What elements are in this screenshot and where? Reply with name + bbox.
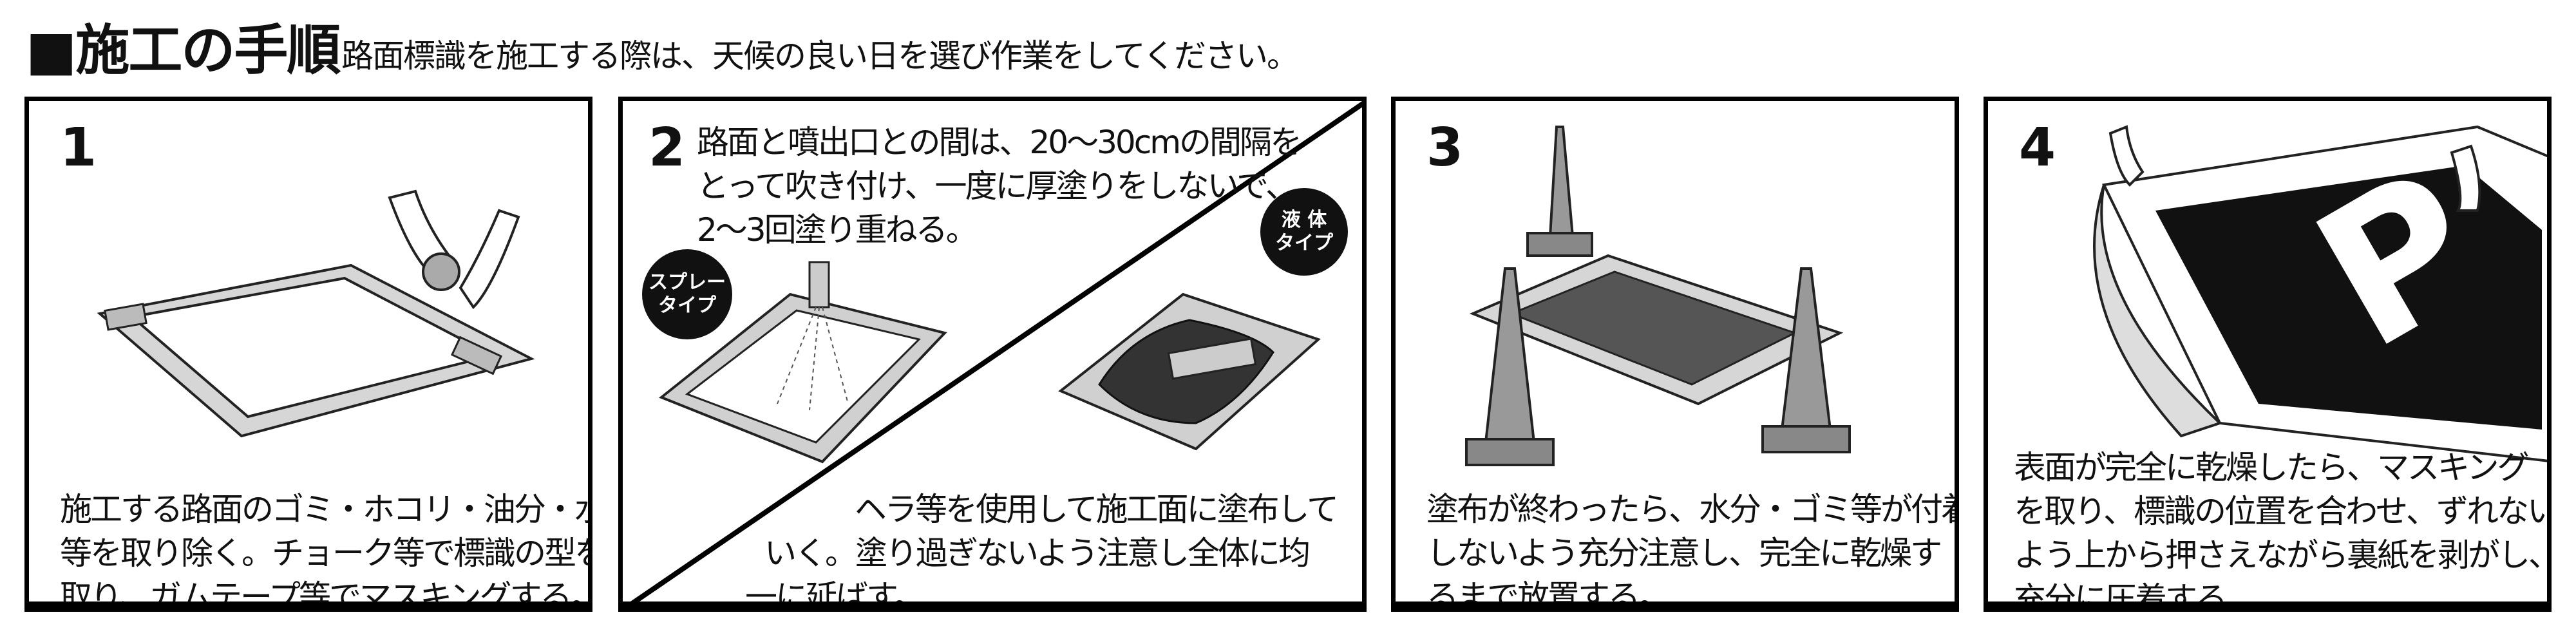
spray-type-badge: スプレー タイプ: [642, 249, 732, 339]
badge-text: 液 体: [1281, 209, 1327, 231]
text-line: 路面と噴出口との間は、20〜30cmの間隔を: [697, 124, 1302, 161]
step-1-description: 施工する路面のゴミ・ホコリ・油分・水分 等を取り除く。チョーク等で標識の型を 取…: [60, 488, 592, 612]
step-number: 3: [1426, 117, 1464, 178]
step-1-panel: 1 施工する路面のゴミ・ホコリ・油分・水分 等を取り除く。チョーク等で標識の型を…: [24, 97, 592, 612]
step-number: 1: [60, 117, 97, 178]
drying-cones-illustration: [1465, 126, 1851, 466]
page-subtitle: 路面標識を施工する際は、天候の良い日を選び作業をしてください。: [341, 37, 1299, 75]
text-line: 等を取り除く。チョーク等で標識の型を: [60, 535, 592, 572]
step-2-liquid-description: ヘラ等を使用して施工面に塗布して いく。塗り過ぎないよう注意し全体に均 一に延ば…: [745, 488, 1339, 601]
text-line: いく。塗り過ぎないよう注意し全体に均: [764, 535, 1311, 572]
text-line: 取り、ガムテープ等でマスキングする。: [60, 578, 592, 612]
spray-and-liquid-illustration: [630, 101, 1362, 601]
step-number: 4: [2019, 117, 2056, 178]
badge-text: タイプ: [1275, 232, 1333, 254]
text-line: るまで放置する。: [1426, 578, 1671, 612]
page-title: ■施工の手順: [26, 19, 341, 82]
traffic-cone: [1465, 126, 1851, 466]
step-3-panel: 3 塗布が終わったら、水分・ゴミ等が付着 しないよう充分注意し、完全に乾燥す る…: [1391, 97, 1959, 612]
text-line: 2〜3回塗り重ねる。: [697, 211, 978, 249]
step-2-spray-description: 路面と噴出口との間は、20〜30cmの間隔を とって吹き付け、一度に厚塗りをしな…: [697, 120, 1302, 252]
text-line: 一に延ばす。: [745, 578, 925, 612]
text-line: しないよう充分注意し、完全に乾燥す: [1426, 535, 1942, 572]
badge-text: タイプ: [658, 294, 716, 317]
text-line: 塗布が終わったら、水分・ゴミ等が付着: [1426, 491, 1959, 528]
peeling-sign-illustration: P: [2093, 125, 2547, 462]
text-line: 表面が完全に乾燥したら、マスキング: [2014, 449, 2530, 486]
badge-text: スプレー: [649, 271, 726, 294]
step-3-description: 塗布が終わったら、水分・ゴミ等が付着 しないよう充分注意し、完全に乾燥す るまで…: [1426, 488, 1959, 612]
step-4-description: 表面が完全に乾燥したら、マスキング を取り、標識の位置を合わせ、ずれない よう上…: [2014, 446, 2552, 612]
masking-tape-illustration: [97, 189, 535, 438]
text-line: ヘラ等を使用して施工面に塗布して: [855, 491, 1339, 528]
step-number: 2: [649, 117, 686, 178]
step-2-panel: 2 路面と噴出口との間は、20〜30cmの間隔を とって吹き付け、一度に厚塗りを…: [618, 97, 1367, 612]
text-line: を取り、標識の位置を合わせ、ずれない: [2014, 493, 2552, 530]
liquid-type-badge: 液 体 タイプ: [1260, 188, 1348, 276]
text-line: 充分に圧着する。: [2014, 580, 2258, 612]
text-line: 施工する路面のゴミ・ホコリ・油分・水分: [60, 491, 592, 528]
text-line: とって吹き付け、一度に厚塗りをしないで、: [697, 167, 1298, 205]
text-line: よう上から押さえながら裏紙を剥がし、: [2014, 536, 2552, 574]
step-4-panel: P 4 表面が完全に乾燥したら、マスキング を取り、標識の位置を合わせ、ずれない…: [1984, 97, 2552, 612]
